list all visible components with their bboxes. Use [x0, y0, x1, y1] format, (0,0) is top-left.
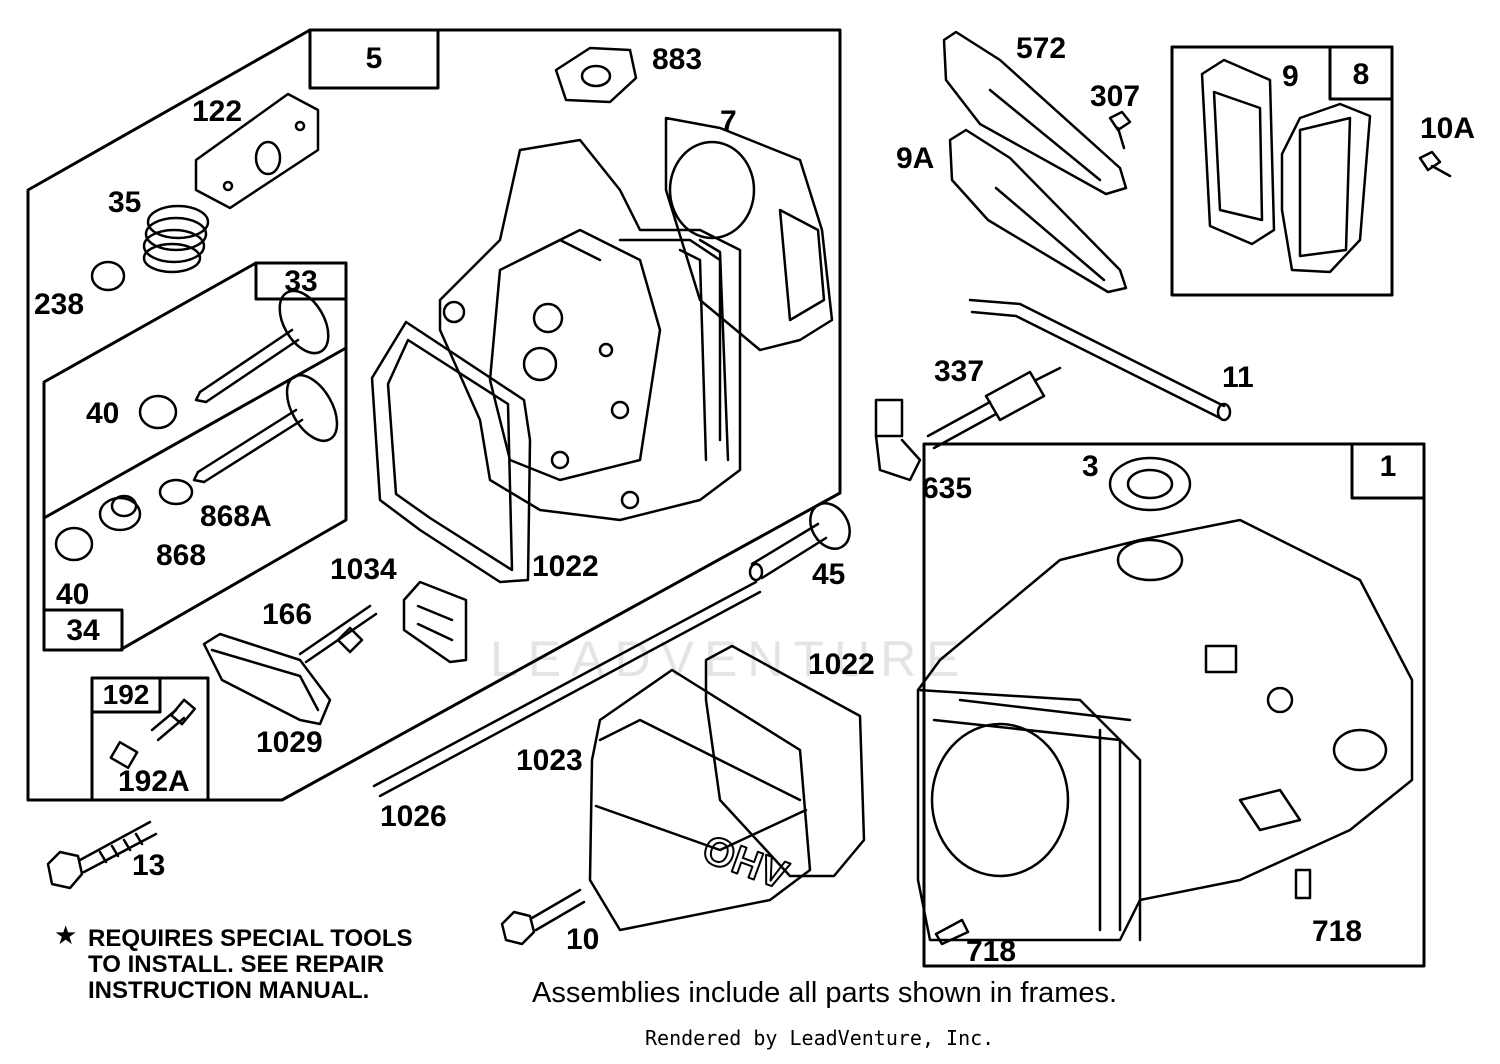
pin-718-right-drawing	[1294, 868, 1312, 900]
part-label-718-right: 718	[1312, 915, 1363, 948]
part-label-1023: 1023	[516, 744, 583, 777]
tube-45-drawing	[748, 502, 851, 582]
star-icon: ★	[54, 920, 78, 950]
part-label-307: 307	[1090, 80, 1141, 113]
part-label-35: 35	[108, 186, 142, 219]
seal-868-drawing	[98, 494, 142, 532]
bolt-13-drawing	[46, 820, 158, 890]
part-label-11: 11	[1222, 361, 1254, 394]
cover-8-drawing	[1280, 102, 1372, 274]
frame-1-outline	[922, 442, 1426, 968]
part-label-3: 3	[1082, 450, 1099, 483]
stud-192-drawing	[150, 698, 197, 742]
frame-5-label: 5	[365, 42, 383, 75]
note-line-3: INSTRUCTION MANUAL.	[88, 977, 370, 1004]
part-label-1022-lower: 1022	[808, 648, 875, 681]
gasket-883-drawing	[554, 46, 638, 104]
plate-1034-drawing	[402, 580, 468, 664]
gasket-7-drawing	[664, 116, 834, 352]
part-label-635: 635	[922, 472, 973, 505]
part-label-13: 13	[132, 849, 166, 882]
frame-8-outline	[1170, 45, 1394, 297]
boot-635-drawing	[874, 398, 922, 482]
tube-11-drawing	[968, 298, 1232, 422]
part-label-238: 238	[34, 288, 85, 321]
cap-238-drawing	[90, 260, 126, 292]
bolt-10-drawing	[500, 888, 586, 946]
part-label-1034: 1034	[330, 553, 397, 586]
cylinder-head-drawing	[438, 138, 742, 522]
part-label-10: 10	[566, 923, 600, 956]
part-label-7: 7	[720, 105, 737, 138]
spark-plug-337-drawing	[926, 366, 1062, 450]
seal-3-drawing	[1108, 456, 1192, 512]
frame-192-label-box	[90, 676, 162, 714]
nut-192A-drawing	[109, 740, 139, 770]
rocker-1029-drawing	[202, 632, 332, 726]
part-label-10A: 10A	[1420, 112, 1476, 145]
retainer-40-upper-drawing	[138, 394, 178, 430]
part-label-192A: 192A	[118, 765, 190, 798]
frame-33-label: 33	[284, 265, 318, 298]
frame-8-label: 8	[1352, 58, 1370, 91]
washer-868A-drawing	[158, 478, 194, 506]
frame-1-label: 1	[1379, 450, 1397, 483]
part-label-40-lower: 40	[56, 578, 90, 611]
valve-34-drawing	[192, 374, 339, 484]
part-label-122: 122	[192, 95, 243, 128]
part-label-572: 572	[1016, 32, 1067, 65]
frame-34-label: 34	[66, 614, 100, 647]
bracket-122-drawing	[194, 92, 320, 210]
spring-35-drawing	[142, 204, 210, 274]
part-label-868: 868	[156, 539, 207, 572]
part-label-1026: 1026	[380, 800, 447, 833]
stud-166-drawing	[298, 604, 378, 664]
note-line-1: REQUIRES SPECIAL TOOLS	[88, 925, 413, 952]
retainer-40-lower-drawing	[54, 526, 94, 562]
part-label-9A: 9A	[896, 142, 935, 175]
assemblies-note: Assemblies include all parts shown in fr…	[532, 977, 1118, 1009]
gasket-9A-drawing	[948, 128, 1128, 294]
frame-33-label-box	[254, 261, 348, 301]
frame-8-label-box	[1328, 45, 1394, 101]
gasket-1022-lower-drawing	[704, 644, 866, 878]
pushrod-1026-drawing	[372, 580, 762, 798]
rendered-by-credit: Rendered by LeadVenture, Inc.	[645, 1026, 995, 1050]
frame-192-label: 192	[102, 679, 150, 710]
part-label-1029: 1029	[256, 726, 323, 759]
screw-307-drawing	[1108, 110, 1132, 150]
part-label-1022-upper: 1022	[532, 550, 599, 583]
frame-34-divider	[42, 346, 348, 520]
gasket-1022-upper-drawing	[370, 320, 532, 584]
note-line-2: TO INSTALL. SEE REPAIR	[88, 951, 385, 978]
valve-33-drawing	[194, 289, 330, 404]
part-label-718-left: 718	[966, 935, 1017, 968]
part-label-9: 9	[1282, 60, 1299, 93]
part-label-40-upper: 40	[86, 397, 120, 430]
part-label-337: 337	[934, 355, 985, 388]
pin-718-left-drawing	[934, 918, 970, 946]
engine-block-drawing	[916, 518, 1414, 942]
part-label-883: 883	[652, 43, 703, 76]
part-label-868A: 868A	[200, 500, 272, 533]
gasket-9-drawing	[1200, 58, 1276, 246]
screw-10A-drawing	[1418, 150, 1452, 178]
frame-5-outline	[26, 28, 842, 802]
gasket-572-drawing	[942, 30, 1128, 196]
part-label-166: 166	[262, 598, 313, 631]
frame-1-label-box	[1350, 442, 1426, 500]
part-label-45: 45	[812, 558, 846, 591]
cover-1023-drawing: OHV	[588, 668, 812, 932]
frame-34-label-box	[42, 608, 124, 652]
watermark-text: LEADVENTURE	[490, 631, 970, 687]
frame-5-label-box	[308, 28, 440, 90]
